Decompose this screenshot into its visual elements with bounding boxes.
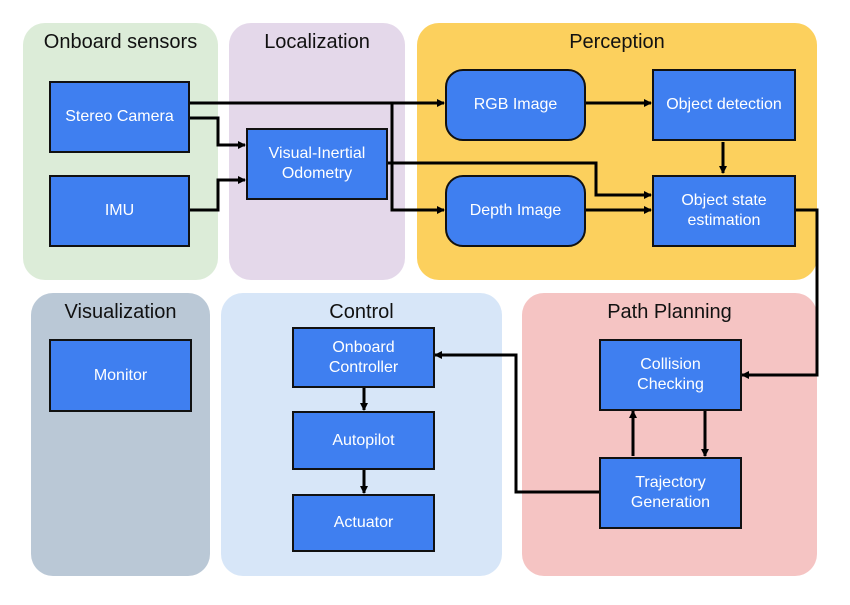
node-label: Visual-Inertial Odometry xyxy=(268,145,366,182)
node-label: Object detection xyxy=(666,96,782,113)
node-label: Onboard Controller xyxy=(328,338,399,376)
node-label: Stereo Camera xyxy=(65,108,174,125)
node-label: Monitor xyxy=(93,366,148,384)
node-label: Object state estimation xyxy=(681,192,767,229)
node-depth-image: Depth Image xyxy=(445,175,586,247)
node-autopilot: Autopilot xyxy=(292,411,435,470)
node-actuator: Actuator xyxy=(292,494,435,552)
node-visual-inertial-odometry: Visual-Inertial Odometry xyxy=(246,128,388,200)
node-label: Autopilot xyxy=(332,431,395,449)
node-onboard-controller: Onboard Controller xyxy=(292,327,435,388)
node-imu: IMU xyxy=(49,175,190,247)
node-object-state-estimation: Object state estimation xyxy=(652,175,796,247)
group-title-onboard-sensors: Onboard sensors xyxy=(43,31,198,53)
node-label: IMU xyxy=(104,202,135,219)
node-label: Trajectory Generation xyxy=(630,474,711,511)
node-rgb-image: RGB Image xyxy=(445,69,586,141)
node-label: Collision Checking xyxy=(637,356,704,393)
node-collision-checking: Collision Checking xyxy=(599,339,742,411)
edge-vio-to-object-state xyxy=(388,161,652,199)
group-title-path-planning: Path Planning xyxy=(607,301,732,323)
edge-stereo-to-vio xyxy=(190,116,246,149)
node-object-detection: Object detection xyxy=(652,69,796,141)
group-title-control: Control xyxy=(329,301,394,323)
node-trajectory-generation: Trajectory Generation xyxy=(599,457,742,529)
group-title-localization: Localization xyxy=(264,31,370,53)
group-title-visualization: Visualization xyxy=(64,301,177,323)
node-label: Actuator xyxy=(333,514,394,531)
edge-trajectory-to-controller xyxy=(434,351,600,494)
edge-imu-to-vio xyxy=(190,176,246,212)
node-label: Depth Image xyxy=(469,202,562,219)
group-title-perception: Perception xyxy=(569,31,665,53)
edge-object-state-to-collision xyxy=(741,208,819,379)
node-label: RGB Image xyxy=(473,96,558,113)
edge-stereo-to-depth xyxy=(390,103,445,214)
node-monitor: Monitor xyxy=(49,339,192,412)
node-stereo-camera: Stereo Camera xyxy=(49,81,190,153)
